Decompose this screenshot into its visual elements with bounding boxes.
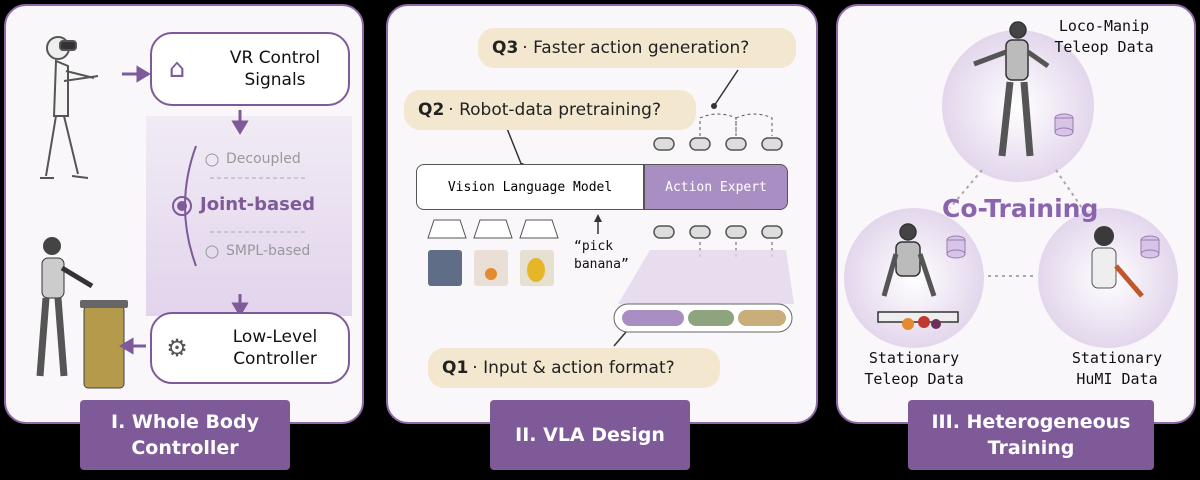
q3-text: · Faster action generation?	[522, 38, 750, 58]
language-prompt: “pick banana”	[574, 238, 629, 274]
action-expert-box: Action Expert	[644, 164, 788, 210]
q2-tag: Q2	[418, 100, 445, 120]
option-joint-based: Joint-based	[200, 194, 315, 215]
caption-whole-body-controller: I. Whole Body Controller	[80, 400, 290, 470]
vr-control-signals-box: ⌂ VR Control Signals	[150, 32, 350, 106]
co-training-label: Co-Training	[942, 194, 1099, 223]
humanoid-robot-figure	[36, 237, 128, 389]
loco-manip-circle	[942, 30, 1094, 182]
database-icons	[946, 113, 1160, 259]
question-q1: Q1 · Input & action format?	[428, 348, 720, 388]
whole-body-controller-panel: ⌂ VR Control Signals Decoupled Joint-bas…	[4, 4, 364, 424]
option-column-gradient	[146, 116, 352, 316]
vla-design-panel: Q3 · Faster action generation? Q2 · Robo…	[386, 4, 818, 424]
low-level-controller-box: ⚙ Low-Level Controller	[150, 312, 350, 384]
q3-tag: Q3	[492, 38, 519, 58]
option-smpl-based: SMPL-based	[226, 243, 311, 259]
vlm-label: Vision Language Model	[447, 179, 613, 195]
prompt-line-1: “pick	[574, 239, 614, 254]
action-expert-label: Action Expert	[665, 179, 767, 195]
option-decoupled: Decoupled	[226, 151, 301, 167]
co-training-graphics	[844, 21, 1178, 348]
question-q2: Q2 · Robot-data pretraining?	[404, 90, 696, 130]
prompt-line-2: banana”	[574, 257, 629, 272]
q1-text: · Input & action format?	[472, 358, 675, 378]
q2-text: · Robot-data pretraining?	[448, 100, 661, 120]
vision-language-model-box: Vision Language Model	[416, 164, 644, 210]
loco-manip-label: Loco-Manip Teleop Data	[1054, 17, 1154, 56]
caption-vla-design: II. VLA Design	[490, 400, 690, 470]
motor-icon: ⚙	[166, 334, 188, 362]
question-q3: Q3 · Faster action generation?	[478, 28, 796, 68]
vr-headset-icon: ⌂	[168, 54, 186, 84]
vla-diagram-graphics	[427, 69, 794, 347]
heterogeneous-training-panel: Co-Training Loco-Manip Teleop Data Stati…	[836, 4, 1196, 424]
stationary-teleop-label: Stationary Teleop Data	[864, 349, 964, 388]
low-level-controller-label: Low-Level Controller	[232, 327, 318, 369]
caption-heterogeneous-training: III. Heterogeneous Training	[908, 400, 1154, 470]
stationary-humi-label: Stationary HuMI Data	[1071, 349, 1163, 388]
vr-control-signals-label: VR Control Signals	[229, 48, 321, 90]
vr-operator-figure	[36, 36, 306, 389]
q1-tag: Q1	[442, 358, 469, 378]
